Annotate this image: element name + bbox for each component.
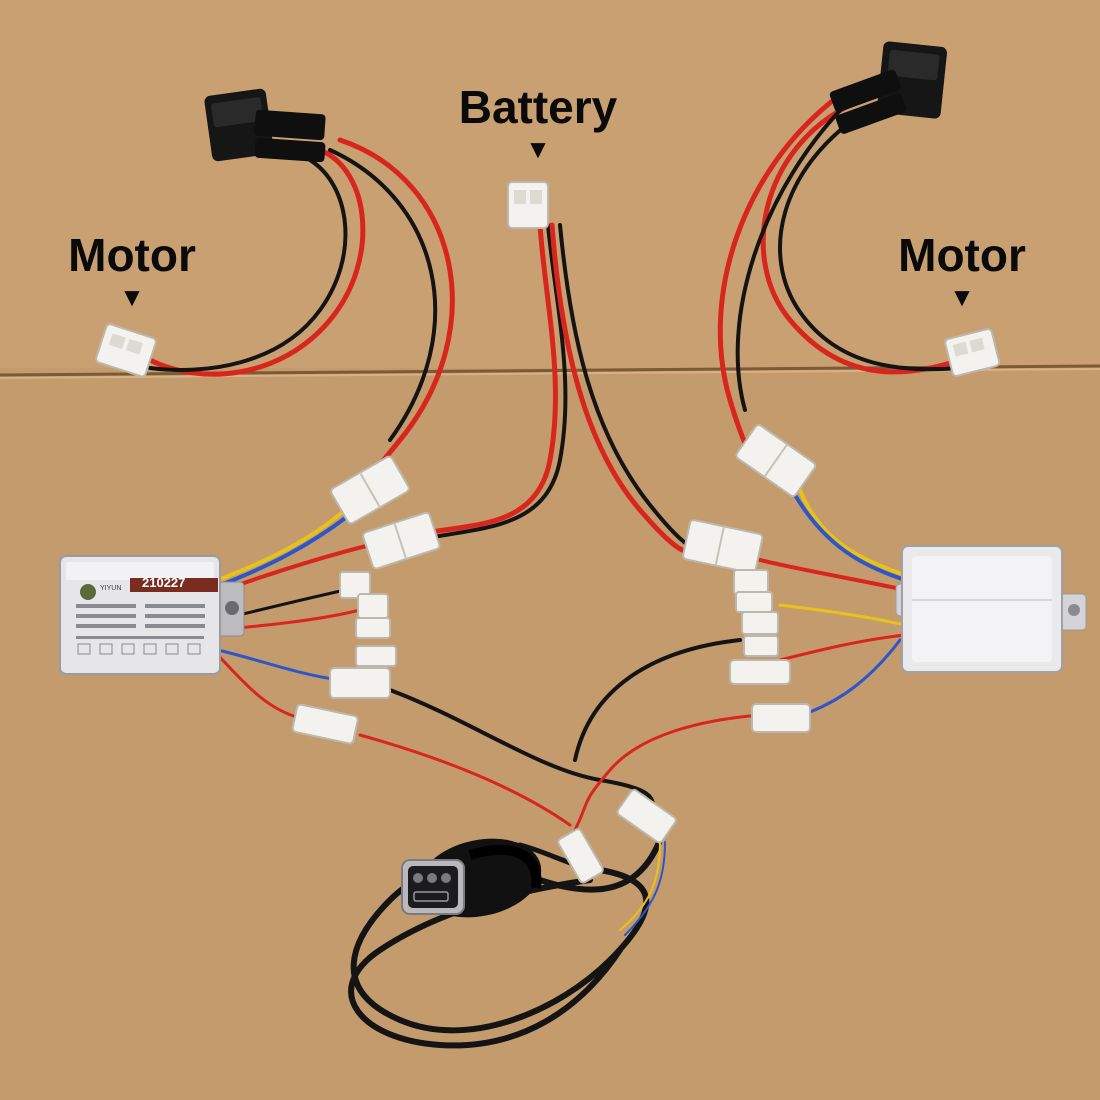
wire-harness (147, 92, 963, 1049)
right-motor-connector (944, 328, 1001, 377)
right-battery-harness-connector (682, 519, 764, 575)
rocker-switch-right (829, 41, 947, 134)
left-small-connector-4 (355, 645, 397, 667)
right-throttle-connector (729, 659, 791, 685)
wire-right-yellow (798, 488, 907, 577)
right-small-connector-3 (741, 611, 779, 635)
battery-arrow-icon: ▼ (525, 134, 551, 164)
connectors (95, 181, 1001, 884)
motor-left-arrow-icon: ▼ (119, 282, 145, 312)
wire-left-blue-aux (216, 648, 342, 682)
wire-battery-left-black (398, 223, 568, 547)
throttle-blue-lead (624, 841, 666, 936)
battery-label: Battery (458, 81, 618, 133)
motor-right-label: Motor (898, 229, 1026, 281)
wire-right-blue (793, 493, 907, 582)
wire-left-switch-controller-black (328, 148, 438, 442)
rocker-switch-left (204, 88, 326, 163)
indicator-led-3 (441, 873, 451, 883)
motor-right-arrow-icon: ▼ (949, 282, 975, 312)
controller-left-brand-logo (80, 584, 96, 600)
wire-left-yellow (216, 508, 347, 582)
controller-left-spec-lines (76, 604, 205, 655)
motor-right-callout: Motor ▼ (890, 232, 1034, 310)
motor-left-callout: Motor ▼ (60, 232, 204, 310)
motor-left-label: Motor (68, 229, 196, 281)
throttle-connector-b (557, 828, 604, 884)
wire-left-switch-motor-black (148, 158, 348, 372)
wire-right-red-out (758, 558, 907, 592)
wire-right-black-throttle (573, 638, 742, 762)
right-small-connector-1 (733, 569, 769, 595)
controller-left-brand-text: YIYUN (100, 585, 122, 592)
left-battery-harness-connector (362, 511, 441, 570)
left-small-connector-3 (355, 617, 391, 639)
wire-right-yellow-aux (778, 603, 907, 627)
wire-left-black-throttle (388, 688, 657, 812)
indicator-led-1 (413, 873, 423, 883)
indicator-led-2 (427, 873, 437, 883)
controller-left (59, 555, 245, 675)
throttle-yellow-lead (619, 841, 661, 931)
wire-right-red-key (573, 713, 762, 832)
wire-battery-left-red (397, 222, 558, 543)
left-key-connector (291, 703, 359, 745)
battery-callout: Battery ▼ (450, 84, 626, 162)
right-key-connector (751, 703, 811, 733)
throttle-connector-a (616, 788, 677, 844)
wire-left-red-key (358, 733, 572, 827)
left-small-connector-1 (339, 571, 371, 599)
left-motor-connector (95, 323, 157, 378)
left-small-connector-2 (357, 593, 389, 619)
left-switch-harness-connector (330, 455, 410, 525)
wire-right-switch-controller-black (735, 98, 852, 412)
wire-right-blue-aux (808, 638, 902, 714)
right-small-connector-4 (743, 635, 779, 657)
wire-left-blue (216, 514, 350, 588)
wire-right-red-aux (778, 633, 907, 662)
controller-left-label-stripe (130, 578, 218, 592)
thumb-throttle (401, 838, 542, 918)
battery-connector (507, 181, 549, 229)
battery-icon (413, 891, 449, 902)
wire-left-red-throttle (216, 653, 302, 720)
wire-left-switch-motor-red (147, 147, 366, 377)
right-switch-harness-connector (735, 424, 817, 498)
wire-right-switch-motor-red (760, 102, 963, 375)
left-throttle-connector (329, 667, 391, 699)
wire-right-switch-motor-black (778, 113, 962, 372)
controller-left-model-code: 210227 (142, 575, 186, 590)
controller-right (895, 545, 1087, 673)
right-small-connector-2 (735, 591, 773, 613)
